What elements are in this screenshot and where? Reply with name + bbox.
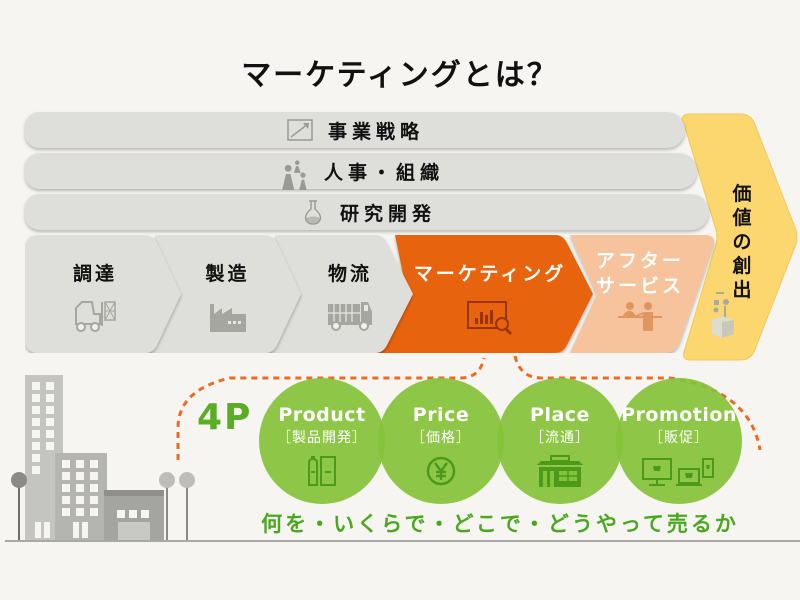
value-chain: 調達 製造 物流 マーケティング アフター サービス [25, 235, 725, 353]
step-manufacturing: 製造 [165, 235, 290, 353]
growth-chart-icon [287, 119, 313, 141]
step-after-service: アフター サービス [585, 235, 695, 353]
step-procurement: 調達 [25, 235, 165, 353]
dashed-bracket [176, 355, 762, 460]
band-label: 人事・組織 [323, 161, 444, 184]
step-marketing: マーケティング [405, 235, 575, 353]
flask-icon [304, 200, 322, 225]
value-creation-arrow [681, 113, 798, 361]
forklift-icon [75, 301, 116, 332]
circle-price: Price ［価格］ [378, 378, 504, 504]
band-hr-organization: 人事・組織 [25, 153, 697, 190]
four-p-tagline: 何を・いくらで・どこで・どうやって売るか [261, 512, 739, 536]
value-chain-shapes [25, 235, 714, 353]
product-bottles-icon [308, 456, 336, 486]
store-icon [537, 455, 583, 487]
factory-icon [209, 304, 246, 332]
band-label: 研究開発 [339, 202, 436, 225]
band-research-development: 研究開発 [25, 194, 709, 230]
step-logistics: 物流 [290, 235, 410, 353]
band-business-strategy: 事業戦略 [25, 112, 685, 148]
devices-cart-icon [642, 458, 714, 486]
chart-magnifier-icon [467, 301, 513, 336]
circle-promotion: Promotion ［販促］ [616, 378, 742, 504]
customer-service-icon [618, 302, 662, 331]
city-buildings-illustration [5, 375, 260, 542]
yen-icon [426, 456, 456, 486]
box-icon [712, 292, 734, 338]
band-label: 事業戦略 [327, 120, 424, 143]
value-creation-label: 価 値 の 創 出 [732, 183, 752, 301]
circle-place: Place ［流通］ [497, 378, 623, 504]
circle-product: Product ［製品開発］ [259, 378, 385, 504]
people-icon [282, 160, 307, 190]
page-title: マーケティングとは？ [241, 58, 559, 93]
four-p-label: 4P [197, 397, 253, 438]
ground-line [250, 540, 800, 542]
truck-icon [328, 302, 372, 331]
